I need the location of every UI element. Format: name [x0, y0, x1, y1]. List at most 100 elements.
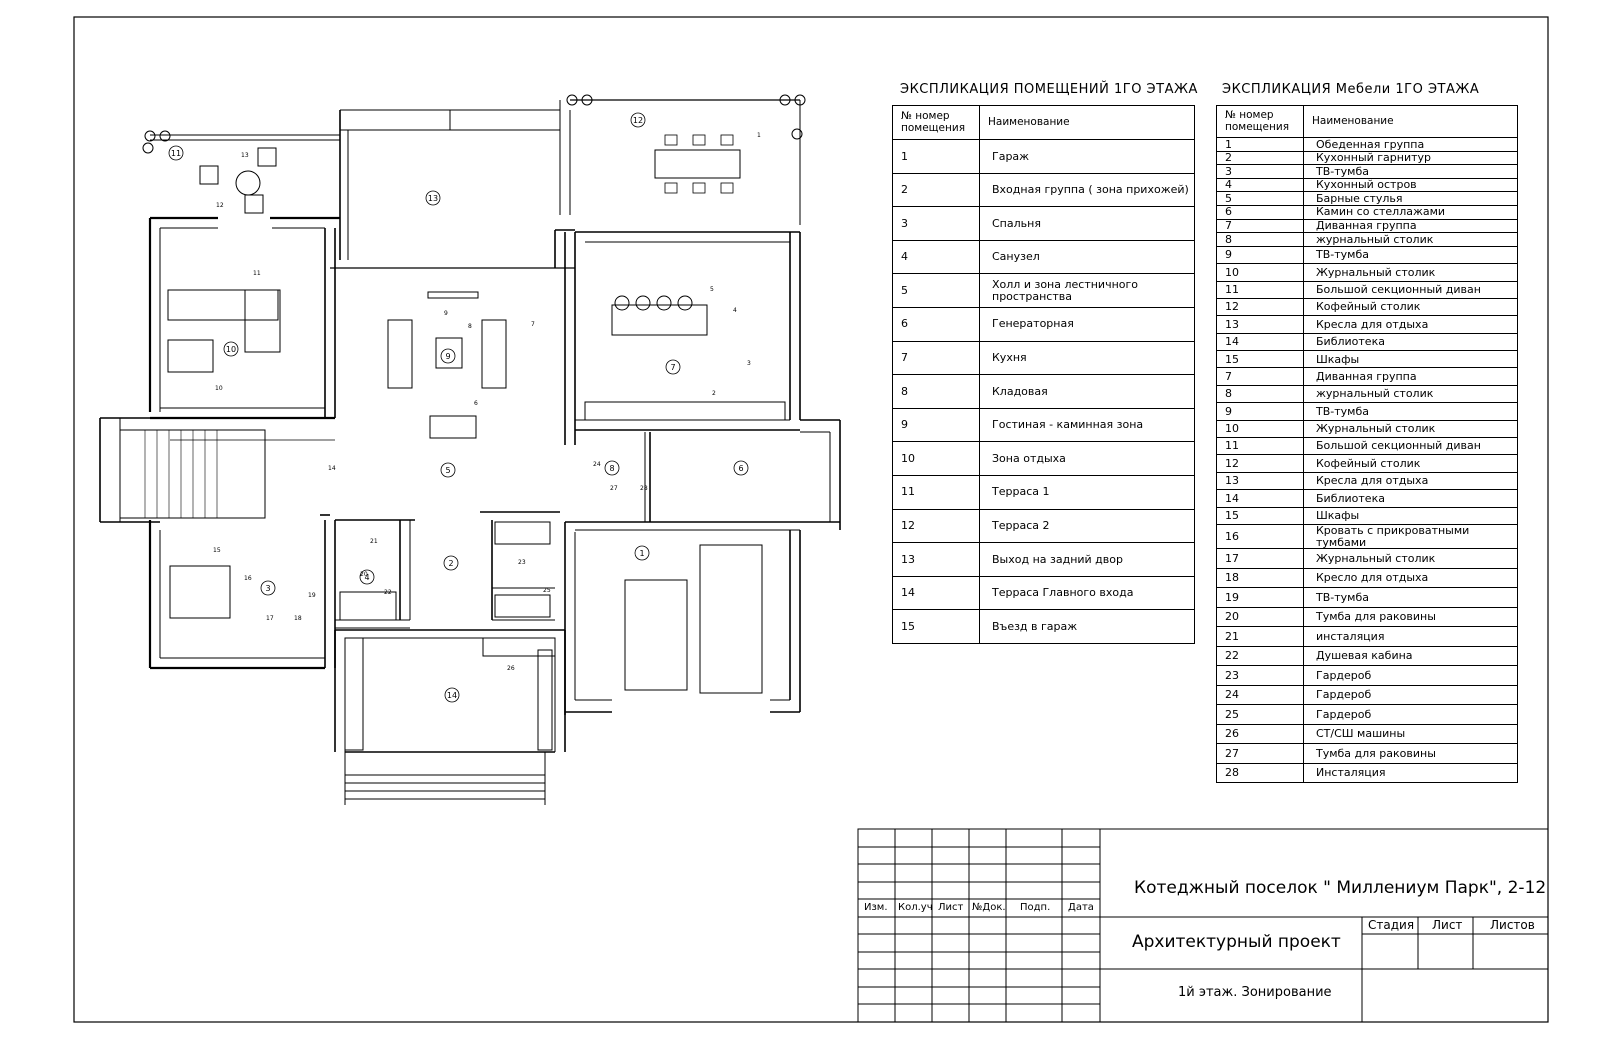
furniture-leader-label: 22 — [384, 589, 392, 596]
furniture-leader-label: 7 — [531, 321, 535, 328]
room-marker — [444, 687, 460, 703]
stamp-col-podp: Подп. — [1020, 902, 1051, 913]
row-name: Холл и зона лестничного пространства — [979, 273, 1195, 308]
armchair-icon — [199, 165, 219, 185]
room-marker-label: 7 — [670, 363, 675, 372]
sheet-label: Лист — [1432, 918, 1463, 932]
sheets-label: Листов — [1490, 918, 1535, 932]
kitchen-counter-icon — [584, 401, 786, 421]
col-number-header: № номер помещения — [892, 105, 980, 140]
fireplace-icon — [429, 415, 477, 439]
row-name: Входная группа ( зона прихожей) — [979, 172, 1195, 208]
wardrobe-icon — [344, 637, 364, 751]
furniture-leader-label: 13 — [241, 152, 249, 159]
armchair-icon — [257, 147, 277, 167]
room-marker — [443, 555, 459, 571]
sofa-icon — [481, 319, 507, 389]
room-marker — [440, 462, 456, 478]
row-number: 16 — [1216, 523, 1304, 550]
room-marker-label: 4 — [364, 573, 369, 582]
row-name: Шкафы — [1303, 506, 1518, 526]
furniture-leader-label: 2 — [712, 390, 716, 397]
stamp-col-ndok: №Док. — [972, 902, 1006, 913]
room-marker-label: 11 — [171, 149, 181, 158]
row-name: Кухня — [979, 340, 1195, 376]
furniture-leader-label: 10 — [215, 385, 223, 392]
kitchen-island-icon — [611, 304, 708, 336]
room-marker — [630, 112, 646, 128]
armchair-icon — [244, 194, 264, 214]
furniture-leader-label: 1 — [757, 132, 761, 139]
row-number: 14 — [892, 575, 980, 611]
row-number: 6 — [892, 306, 980, 342]
row-name: Выход на задний двор — [979, 542, 1195, 577]
wardrobe-icon — [494, 521, 551, 545]
room-marker — [425, 190, 441, 206]
room-marker-label: 6 — [738, 464, 743, 473]
stage-label: Стадия — [1368, 918, 1415, 932]
room-marker-label: 5 — [445, 466, 450, 475]
bed-icon — [169, 565, 231, 619]
col-name-header: Наименование — [979, 105, 1195, 140]
car-icon — [624, 579, 688, 691]
column-icon — [779, 94, 791, 106]
row-number: 8 — [892, 374, 980, 409]
column-icon — [791, 128, 803, 140]
room-marker — [223, 341, 239, 357]
furniture-leader-label: 16 — [244, 575, 252, 582]
row-name: Инсталяция — [1303, 762, 1518, 784]
column-icon — [581, 94, 593, 106]
bar-stool-icon — [635, 295, 651, 311]
room-marker — [665, 359, 681, 375]
room-marker — [260, 580, 276, 596]
furniture-leader-label: 3 — [747, 360, 751, 367]
bar-stool-icon — [677, 295, 693, 311]
row-name: Санузел — [979, 239, 1195, 275]
row-name: Кровать с прикроватными тумбами — [1303, 523, 1518, 550]
furniture-leader-label: 11 — [253, 270, 261, 277]
room-marker-label: 14 — [447, 691, 457, 700]
rooms-table-title: ЭКСПЛИКАЦИЯ ПОМЕЩЕНИЙ 1ГО ЭТАЖА — [900, 82, 1198, 97]
room-marker-label: 9 — [445, 352, 450, 361]
shower-icon — [339, 591, 397, 621]
project-name: Котеджный поселок " Миллениум Парк", 2-1… — [1134, 878, 1547, 898]
furniture-table-header: № номер помещения Наименование — [1216, 105, 1518, 138]
sofa-icon — [387, 319, 413, 389]
room-marker — [168, 145, 184, 161]
room-marker-label: 8 — [609, 464, 614, 473]
furniture-leader-label: 9 — [444, 310, 448, 317]
stamp-col-izm: Изм. — [864, 902, 888, 913]
furniture-leader-label: 17 — [266, 615, 274, 622]
rooms-table-header: № номер помещения Наименование — [892, 105, 1195, 140]
car-icon — [699, 544, 763, 694]
stamp-col-data: Дата — [1068, 902, 1094, 913]
furniture-leader-label: 12 — [216, 202, 224, 209]
col-name-header: Наименование — [1303, 105, 1518, 138]
project-subtitle: Архитектурный проект — [1132, 932, 1341, 952]
dining-table — [654, 149, 741, 179]
stair — [119, 429, 266, 519]
tv-stand-icon — [427, 291, 479, 299]
